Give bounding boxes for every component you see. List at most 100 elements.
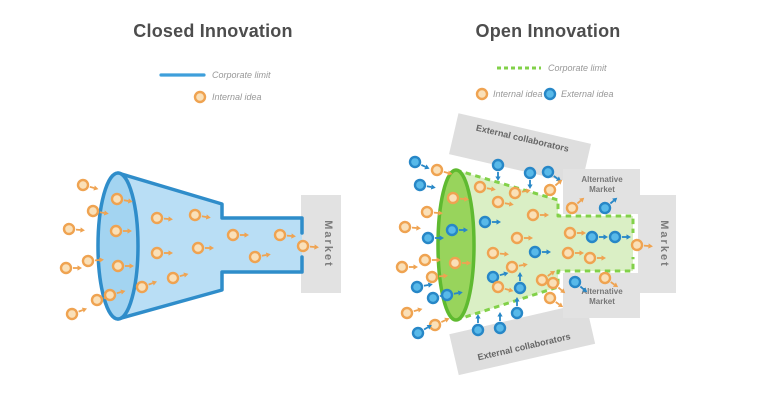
right-dots-layer (395, 155, 653, 340)
internal-idea-dot (226, 228, 249, 242)
internal-idea-dot (59, 261, 82, 275)
external-idea-dot (478, 215, 501, 229)
alternative-market-top-line1: Alternative (581, 175, 623, 184)
internal-idea-dot (248, 250, 271, 264)
external-idea-dot (513, 272, 527, 295)
external-idea-dot (491, 158, 505, 181)
internal-idea-dot (526, 208, 549, 222)
internal-idea-dot (109, 224, 132, 238)
internal-idea-dot (420, 205, 443, 219)
external-collaborators-top-box (449, 113, 591, 185)
internal-idea-dot (400, 306, 423, 320)
external-idea-dot (471, 314, 485, 337)
alternative-market-bottom-line2: Market (589, 297, 615, 306)
external-idea-label: External idea (561, 89, 614, 99)
external-idea-dot (585, 230, 608, 244)
internal-idea-dot (81, 254, 104, 268)
closed-innovation-panel: Closed Innovation Corporate limit Intern… (59, 21, 341, 321)
internal-idea-dot (430, 163, 453, 177)
corporate-limit-label: Corporate limit (212, 70, 271, 80)
external-idea-dot (408, 155, 430, 170)
internal-idea-label: Internal idea (212, 92, 262, 102)
closed-funnel-mouth (96, 171, 140, 321)
internal-idea-dot (583, 251, 606, 265)
alternative-market-bottom-line1: Alternative (581, 287, 623, 296)
internal-idea-dot (510, 231, 533, 245)
external-idea-dot (421, 231, 444, 245)
alternative-market-top-line2: Market (589, 185, 615, 194)
internal-idea-dot (76, 178, 99, 192)
internal-idea-dot (62, 222, 85, 236)
internal-idea-dot (103, 288, 126, 302)
external-idea-dot (445, 223, 468, 237)
internal-idea-dot (561, 246, 584, 260)
internal-idea-dot (135, 280, 158, 294)
internal-idea-dot (491, 280, 514, 294)
external-idea-dot (413, 178, 436, 192)
internal-idea-dot (110, 192, 133, 206)
internal-idea-dot (446, 191, 469, 205)
internal-idea-dot (491, 195, 514, 209)
external-idea-dot (510, 297, 524, 320)
internal-idea-dot (505, 260, 528, 274)
internal-idea-dot (418, 253, 441, 267)
market-label: Market (322, 220, 334, 267)
external-idea-dot (528, 245, 551, 259)
external-idea-swatch (543, 87, 557, 101)
internal-idea-dot (150, 246, 173, 260)
internal-idea-dot (448, 256, 471, 270)
external-collaborators-bottom-box (449, 302, 596, 376)
internal-idea-swatch (193, 90, 207, 104)
open-innovation-panel: Open Innovation Corporate limit Internal… (395, 21, 676, 376)
open-funnel-outline-bottom (455, 257, 635, 322)
internal-idea-dot (630, 238, 653, 252)
open-innovation-title: Open Innovation (476, 21, 621, 41)
external-idea-dot (608, 230, 631, 244)
external-collaborators-bottom: External collaborators (449, 302, 596, 376)
internal-idea-dot (508, 186, 531, 200)
internal-idea-swatch (475, 87, 489, 101)
internal-idea-dot (543, 179, 563, 197)
open-funnel-mouth (436, 168, 476, 322)
internal-idea-dot (398, 220, 421, 234)
external-idea-dot (568, 275, 588, 293)
internal-idea-dot (191, 241, 214, 255)
internal-idea-dot (543, 291, 564, 308)
internal-idea-label: Internal idea (493, 89, 543, 99)
external-idea-dot (523, 166, 537, 189)
external-idea-dot (598, 197, 618, 215)
external-idea-dot (440, 288, 463, 302)
closed-funnel-outline-top (116, 171, 304, 235)
internal-idea-dot (565, 197, 585, 215)
open-funnel-outline-top (455, 168, 635, 233)
internal-idea-dot (395, 260, 418, 274)
left-dots-layer (59, 178, 319, 321)
internal-idea-dot (428, 317, 450, 332)
external-idea-dot (493, 312, 507, 335)
closed-funnel-outline-bottom (116, 255, 304, 321)
external-idea-dot (410, 280, 433, 294)
internal-idea-dot (188, 208, 211, 222)
corporate-limit-label: Corporate limit (548, 63, 607, 73)
closed-innovation-title: Closed Innovation (133, 21, 292, 41)
internal-idea-dot (563, 226, 586, 240)
market-box (638, 195, 676, 293)
internal-idea-dot (65, 307, 88, 321)
internal-idea-dot (86, 204, 109, 218)
external-idea-dot (411, 324, 432, 340)
internal-idea-dot (486, 246, 509, 260)
internal-idea-dot (150, 211, 173, 225)
internal-idea-dot (111, 259, 134, 273)
market-label: Market (658, 220, 670, 267)
internal-idea-dot (166, 271, 189, 285)
closed-legend: Corporate limit Internal idea (159, 70, 271, 104)
internal-idea-dot (273, 228, 296, 242)
internal-idea-dot (546, 276, 566, 294)
internal-idea-dot (425, 270, 448, 284)
internal-idea-dot (535, 270, 556, 287)
internal-idea-dot (473, 180, 496, 194)
internal-idea-dot (598, 271, 619, 288)
external-idea-dot (486, 270, 509, 284)
